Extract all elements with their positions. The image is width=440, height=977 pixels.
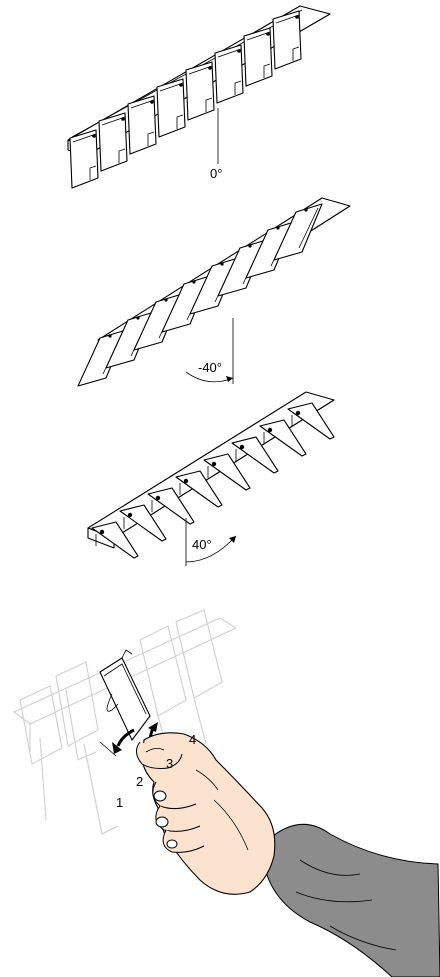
rotate-left-arrow bbox=[116, 728, 135, 747]
step-label-3: 3 bbox=[166, 756, 173, 771]
blade bbox=[272, 10, 302, 70]
rotate-left-arrowhead bbox=[112, 742, 122, 754]
blade bbox=[231, 436, 279, 474]
step-label-2: 2 bbox=[136, 774, 143, 789]
blade bbox=[147, 487, 195, 525]
blade bbox=[214, 44, 244, 104]
panel-blades-40-degrees: 40° bbox=[87, 391, 335, 566]
blade bbox=[273, 203, 323, 261]
arc-arrowhead bbox=[229, 536, 236, 543]
rotate-up-arrowhead bbox=[148, 722, 158, 732]
panel-blades-minus-40-degrees: -40° bbox=[77, 197, 351, 387]
blade bbox=[259, 419, 307, 457]
blade-row-minus-40-degrees bbox=[77, 203, 323, 387]
blade-row-40-degrees bbox=[91, 402, 335, 559]
nail-2 bbox=[155, 816, 169, 828]
sleeve bbox=[265, 823, 440, 977]
thumb bbox=[136, 741, 183, 769]
step-label-4: 4 bbox=[189, 732, 196, 747]
blade bbox=[127, 95, 157, 155]
blade bbox=[69, 129, 99, 189]
blade bbox=[287, 402, 335, 440]
angle-label-40: 40° bbox=[192, 537, 212, 552]
blade bbox=[119, 504, 167, 542]
blade bbox=[185, 61, 215, 121]
blade bbox=[203, 453, 251, 491]
blade bbox=[243, 27, 273, 87]
nail-3 bbox=[166, 839, 178, 849]
blade bbox=[98, 112, 128, 172]
step-label-1: 1 bbox=[116, 795, 123, 810]
blade bbox=[175, 470, 223, 508]
blade-row-0-degrees bbox=[69, 10, 302, 189]
blade bbox=[156, 78, 186, 138]
angle-label-minus-40: -40° bbox=[198, 360, 222, 375]
blade bbox=[91, 521, 139, 559]
arc-arrowhead bbox=[226, 376, 233, 382]
angle-label-0: 0° bbox=[210, 166, 222, 181]
panel-hand-adjusting-blade: 1 2 3 4 bbox=[12, 609, 440, 977]
panel-blades-0-degrees: 0° bbox=[67, 5, 331, 189]
nail-1 bbox=[153, 790, 167, 802]
rotated-blade bbox=[99, 649, 151, 757]
